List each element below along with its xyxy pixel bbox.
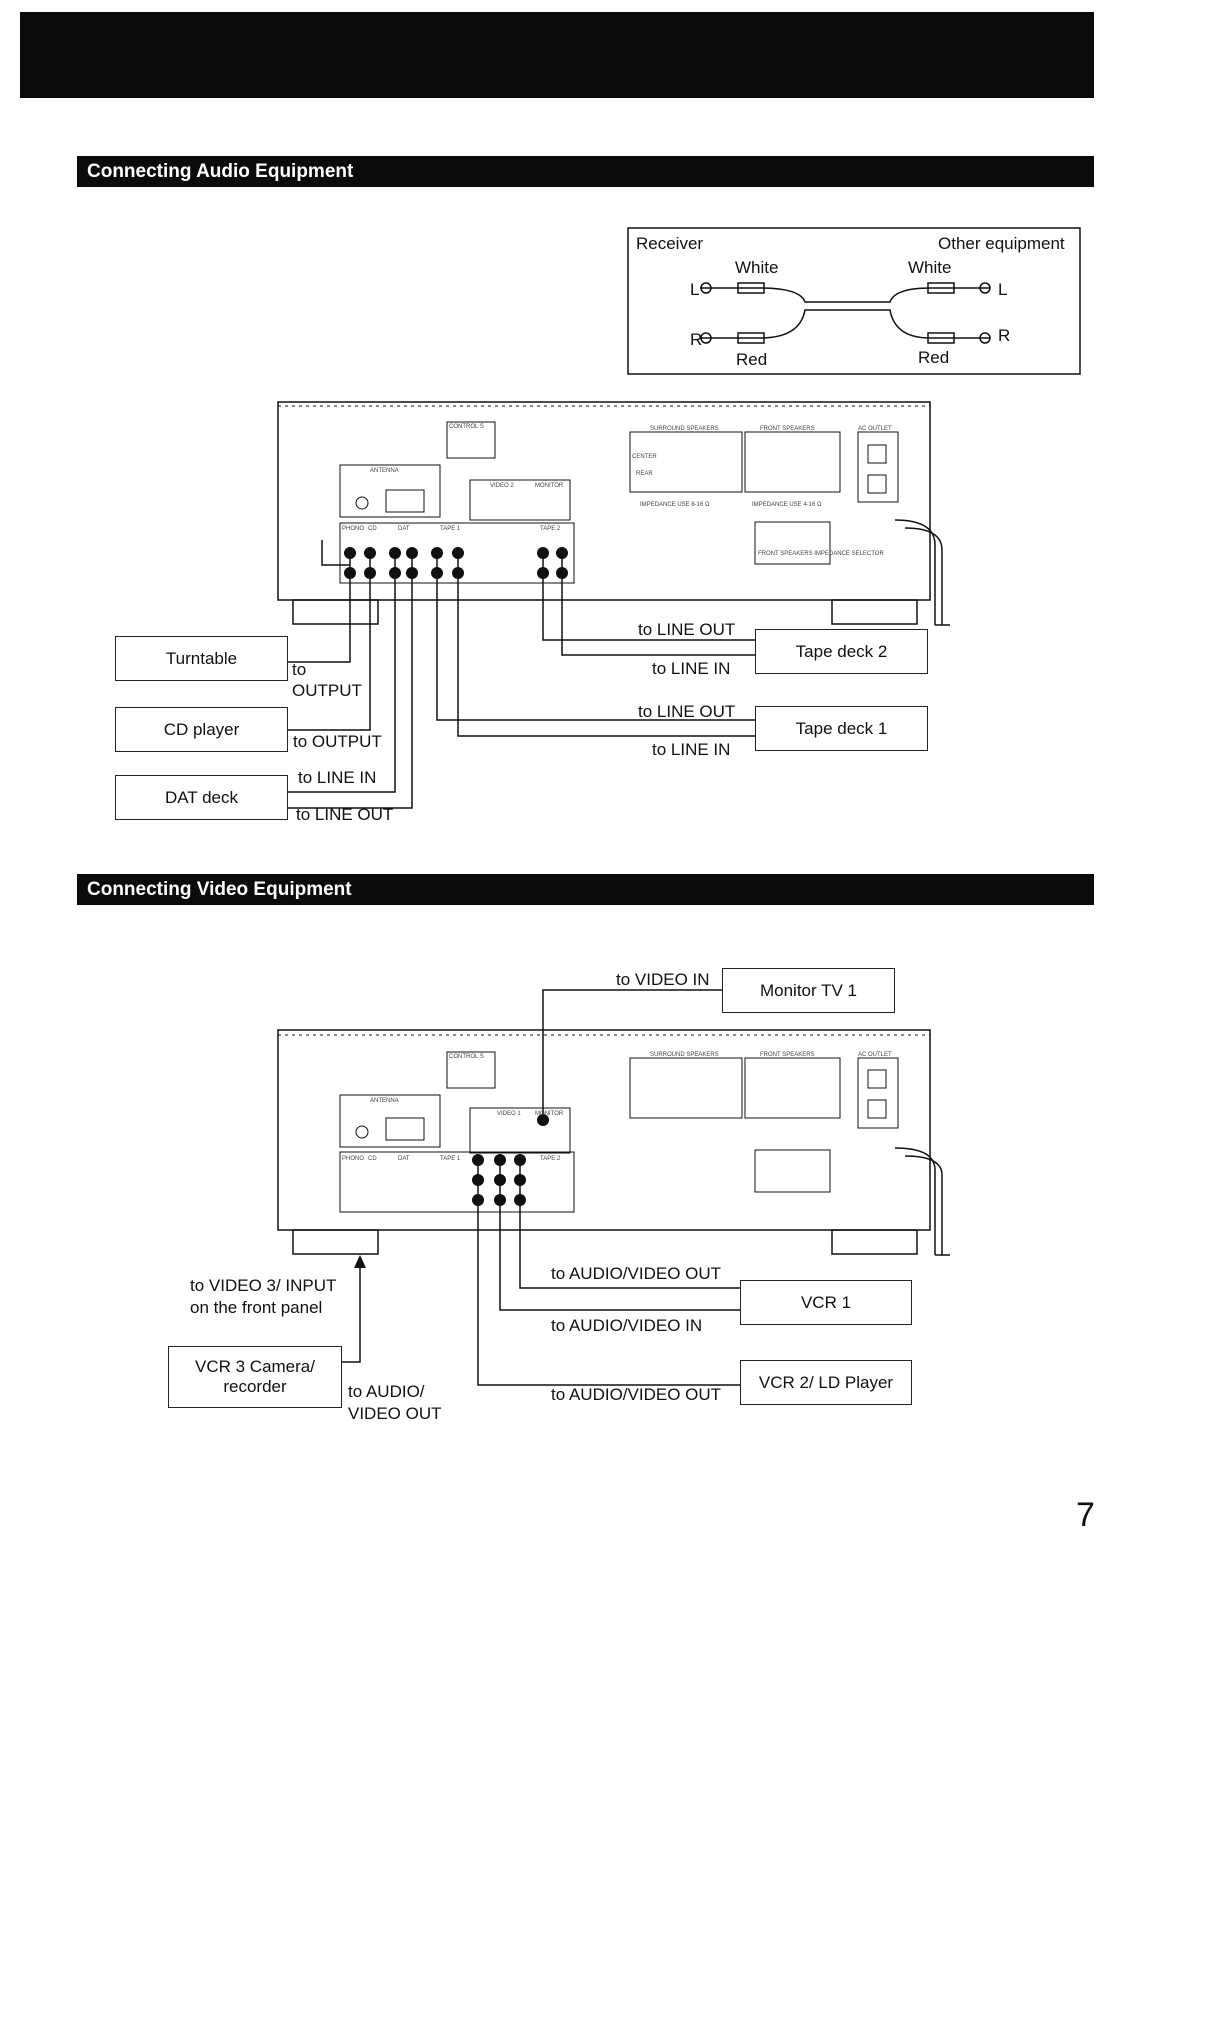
phono-label-video: PHONO (342, 1156, 364, 1162)
turntable-to-label: to (292, 660, 307, 679)
cd-player-box: CD player (115, 707, 288, 752)
monitor-tv-box: Monitor TV 1 (722, 968, 895, 1013)
vcr1-av-out-label: to AUDIO/VIDEO OUT (551, 1264, 722, 1283)
vcr2-box: VCR 2/ LD Player (740, 1360, 912, 1405)
rear-label: REAR (636, 471, 653, 477)
antenna-label-video: ANTENNA (370, 1098, 399, 1104)
control-s-label: CONTROL S (449, 424, 484, 430)
front-panel-line1: to VIDEO 3/ INPUT (190, 1276, 337, 1295)
cd-label-video: CD (368, 1156, 377, 1162)
impedance-surround-label: IMPEDANCE USE 8-16 Ω (640, 502, 710, 508)
vcr3-audio-label-2: VIDEO OUT (348, 1404, 442, 1423)
monitor-label-video: MONITOR (535, 1111, 564, 1117)
vcr3-line1: VCR 3 Camera/ (195, 1357, 315, 1376)
to-video-in-label: to VIDEO IN (616, 970, 710, 989)
vcr2-av-out-label: to AUDIO/VIDEO OUT (551, 1385, 722, 1404)
t1-to-line-out-label: to LINE OUT (638, 702, 736, 721)
ac-outlet-label-video: AC OUTLET (858, 1052, 892, 1058)
tape2-label: TAPE 2 (540, 526, 561, 532)
tape-deck-2-box: Tape deck 2 (755, 629, 928, 674)
front-panel-line2: on the front panel (190, 1298, 323, 1317)
surround-label: SURROUND SPEAKERS (650, 426, 719, 432)
phono-label: PHONO (342, 526, 364, 532)
dat-label: DAT (398, 526, 410, 532)
page-number: 7 (1076, 1496, 1095, 1534)
dat-deck-box: DAT deck (115, 775, 288, 820)
ac-outlet-label: AC OUTLET (858, 426, 892, 432)
legend-white-left: White (735, 258, 779, 277)
legend-other-equipment: Other equipment (938, 234, 1065, 253)
t2-to-line-out-label: to LINE OUT (638, 620, 736, 639)
vcr3-box: VCR 3 Camera/ recorder (168, 1346, 342, 1408)
dat-to-line-in-label: to LINE IN (298, 768, 377, 787)
legend-red-left: Red (736, 350, 768, 369)
monitor-label-audio: MONITOR (535, 483, 564, 489)
control-s-label-video: CONTROL S (449, 1054, 484, 1060)
legend-r-left: R (690, 330, 703, 349)
front-speakers-label-video: FRONT SPEAKERS (760, 1052, 815, 1058)
vcr1-box: VCR 1 (740, 1280, 912, 1325)
center-label: CENTER (632, 454, 657, 460)
legend-receiver: Receiver (636, 234, 704, 253)
legend-red-right: Red (918, 348, 950, 367)
turntable-box: Turntable (115, 636, 288, 681)
front-speakers-label: FRONT SPEAKERS (760, 426, 815, 432)
cd-to-output-label: to OUTPUT (293, 732, 382, 751)
t2-to-line-in-label: to LINE IN (652, 659, 731, 678)
turntable-output-label: OUTPUT (292, 681, 362, 700)
impedance-front-label: IMPEDANCE USE 4-16 Ω (752, 502, 822, 508)
vcr3-line2: recorder (223, 1377, 287, 1396)
video2-label: VIDEO 2 (490, 483, 514, 489)
legend-r-right: R (998, 326, 1011, 345)
surround-label-video: SURROUND SPEAKERS (650, 1052, 719, 1058)
legend-l-right: L (998, 280, 1008, 299)
tape-deck-1-box: Tape deck 1 (755, 706, 928, 751)
video1-label: VIDEO 1 (497, 1111, 521, 1117)
selector-label: FRONT SPEAKERS IMPEDANCE SELECTOR (758, 551, 884, 557)
tape2-label-video: TAPE 2 (540, 1156, 561, 1162)
t1-to-line-in-label: to LINE IN (652, 740, 731, 759)
legend-white-right: White (908, 258, 952, 277)
antenna-label: ANTENNA (370, 468, 399, 474)
section-title-video: Connecting Video Equipment (77, 874, 1094, 905)
vcr1-av-in-label: to AUDIO/VIDEO IN (551, 1316, 703, 1335)
dat-label-video: DAT (398, 1156, 410, 1162)
tape1-label: TAPE 1 (440, 526, 461, 532)
tape1-label-video: TAPE 1 (440, 1156, 461, 1162)
cd-label: CD (368, 526, 377, 532)
section-title-audio: Connecting Audio Equipment (77, 156, 1094, 187)
header-bar (20, 12, 1094, 98)
dat-to-line-out-label: to LINE OUT (296, 805, 394, 824)
vcr3-audio-label-1: to AUDIO/ (348, 1382, 425, 1401)
legend-l-left: L (690, 280, 700, 299)
